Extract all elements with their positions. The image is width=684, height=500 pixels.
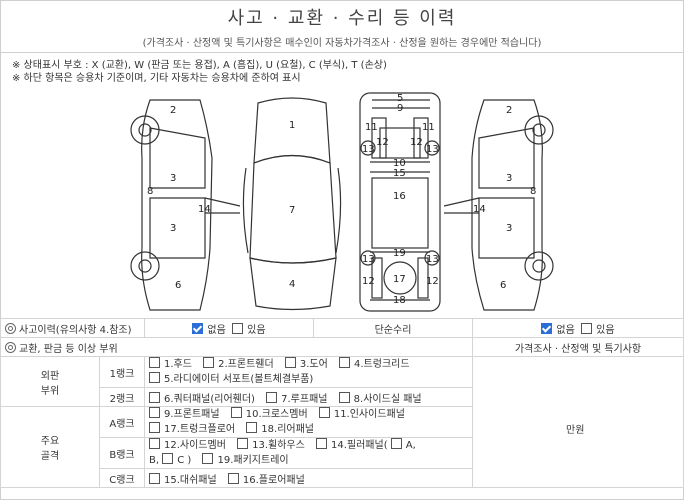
diagram-label: 8: [530, 186, 536, 197]
exterior-label: 외판 부위: [0, 356, 100, 407]
front-fender-checkbox[interactable]: [203, 357, 215, 368]
top-view: [242, 97, 342, 311]
diagram-label: 5: [397, 93, 403, 104]
diagram-label: 18: [393, 295, 406, 306]
diagram-label: 12: [376, 137, 389, 148]
radiator-support-checkbox[interactable]: [149, 372, 160, 383]
diagram-label: 17: [393, 274, 406, 285]
diagram-label: 3: [170, 173, 176, 184]
pillar-panel-checkbox[interactable]: [316, 438, 327, 449]
rankC-label: C랭크: [99, 468, 145, 488]
front-panel-checkbox[interactable]: [149, 407, 160, 418]
simple-repair-label: 단순수리: [313, 318, 473, 338]
basis-note: ※ 하단 항목은 승용차 기준이며, 기타 자동차는 승용차에 준하여 표시: [12, 73, 301, 84]
diagram-label: 2: [170, 105, 176, 116]
diagram-label: 11: [365, 122, 378, 133]
floor-panel-checkbox[interactable]: [227, 472, 239, 484]
accident-none-checkbox[interactable]: [192, 322, 204, 334]
divider: [0, 52, 684, 53]
diagram-label: 13: [362, 144, 375, 155]
repair-yes-checkbox[interactable]: [581, 322, 593, 334]
diagram-label: 3: [506, 223, 512, 234]
diagram-label: 12: [410, 137, 423, 148]
diagram-label: 3: [506, 173, 512, 184]
price-note-cell: [472, 356, 684, 488]
rankB-label: B랭크: [99, 437, 145, 469]
rankA-label: A랭크: [99, 406, 145, 438]
diagram-label: 13: [426, 254, 439, 265]
diagram-label: 16: [393, 191, 406, 202]
door-checkbox[interactable]: [284, 357, 296, 368]
diagram-label: 7: [289, 205, 295, 216]
rear-panel-checkbox[interactable]: [246, 422, 258, 433]
diagram-label: 13: [426, 144, 439, 155]
diagram-label: 3: [170, 223, 176, 234]
rankB-items: 12.사이드멤버 13.휠하우스 14.필러패널( A, B, C ) 19.패…: [144, 437, 473, 469]
roof-panel-checkbox[interactable]: [266, 391, 278, 403]
accident-history-row: 사고이력(유의사항 4.참조): [0, 318, 145, 338]
diagram-label: 2: [506, 105, 512, 116]
gear-icon: [5, 322, 16, 334]
diagram-label: 14: [198, 204, 211, 215]
diagram-label: 12: [426, 276, 439, 287]
car-diagram: 2 3 3 8 14 6 1 7 4 5 9 11 11 12 12 13 13…: [0, 88, 684, 320]
main-frame-label: 주요 골격: [0, 406, 100, 488]
diagram-label: 13: [362, 254, 375, 265]
trunk-floor-checkbox[interactable]: [149, 422, 160, 433]
hood-checkbox[interactable]: [149, 357, 160, 368]
diagram-label: 6: [175, 280, 181, 291]
accident-history-options: 없음 있음: [144, 318, 314, 338]
right-side-view: [443, 99, 554, 311]
diagram-labels: 2 3 3 8 14 6 1 7 4 5 9 11 11 12 12 13 13…: [147, 93, 536, 306]
page-subtitle: (가격조사 · 산정액 및 특기사항은 매수인이 자동차가격조사 · 산정을 원…: [142, 38, 542, 49]
frame-view: [359, 92, 441, 312]
diagram-label: 14: [473, 204, 486, 215]
rank2-items: 6.쿼터패널(리어휀더) 7.루프패널 8.사이드실 패널: [144, 387, 473, 407]
package-tray-checkbox[interactable]: [202, 453, 214, 464]
diagram-label: 6: [500, 280, 506, 291]
pillar-a-checkbox[interactable]: [390, 438, 402, 449]
diagram-label: 12: [362, 276, 375, 287]
diagram-label: 8: [147, 186, 153, 197]
rank1-label: 1랭크: [99, 356, 145, 388]
rank1-items: 1.후드 2.프론트휀더 3.도어 4.트렁크리드 5.라디에이터 서포트(볼트…: [144, 356, 473, 388]
price-note-label: 가격조사 · 산정액 및 특기사항: [472, 337, 684, 357]
rank2-label: 2랭크: [99, 387, 145, 407]
page-title: 사고 · 교환 · 수리 등 이력: [227, 8, 457, 29]
diagram-label: 11: [422, 122, 435, 133]
legend-note: ※ 상태표시 부호 : X (교환), W (판금 또는 용접), A (흠집)…: [12, 60, 387, 71]
trunk-lid-checkbox[interactable]: [339, 357, 351, 368]
diagram-label: 1: [289, 120, 295, 131]
gear-icon: [5, 341, 16, 353]
left-side-view: [130, 99, 241, 311]
rankC-items: 15.대쉬패널 16.플로어패널: [144, 468, 473, 488]
quarter-panel-checkbox[interactable]: [149, 391, 160, 403]
diagram-label: 9: [397, 103, 403, 114]
diagram-label: 4: [289, 279, 295, 290]
diagram-label: 19: [393, 248, 406, 259]
wheel-house-checkbox[interactable]: [237, 438, 249, 449]
pillar-c-checkbox[interactable]: [162, 453, 174, 464]
diagram-label: 15: [393, 168, 406, 179]
side-member-checkbox[interactable]: [149, 438, 160, 449]
simple-repair-options: 없음 있음: [472, 318, 684, 338]
repair-none-checkbox[interactable]: [541, 322, 553, 334]
exchange-label: 교환, 판금 등 이상 부위: [0, 337, 473, 357]
cross-member-checkbox[interactable]: [230, 407, 242, 418]
rankA-items: 9.프론트패널 10.크로스멤버 11.인사이드패널 17.트렁크플로어 18.…: [144, 406, 473, 438]
inside-panel-checkbox[interactable]: [318, 407, 330, 418]
dash-panel-checkbox[interactable]: [149, 472, 160, 484]
unit-label: 만원: [566, 425, 585, 436]
diagram-label: 10: [393, 158, 406, 169]
side-sill-checkbox[interactable]: [338, 391, 350, 403]
accident-yes-checkbox[interactable]: [232, 322, 244, 334]
history-table: 사고이력(유의사항 4.참조) 없음 있음 단순수리 없음 있음 교환, 판금 …: [0, 318, 684, 488]
